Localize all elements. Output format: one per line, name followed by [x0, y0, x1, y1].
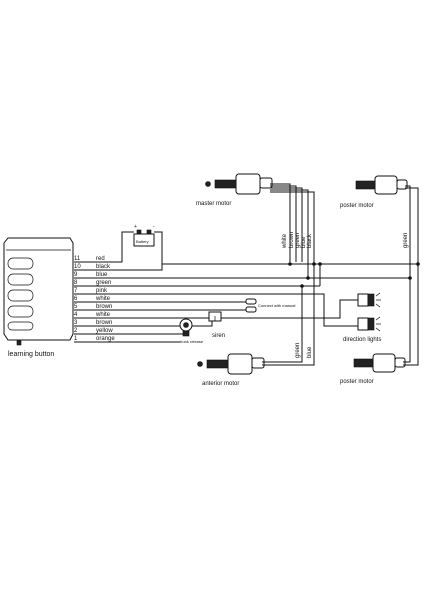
- master-wire-brown: brown: [289, 232, 295, 248]
- wire-num-10: 10: [74, 264, 81, 270]
- poster-bottom-wires: [319, 264, 419, 366]
- poster-top-wire-green: green: [403, 233, 409, 248]
- wire-num-5: 5: [74, 304, 78, 310]
- svg-text:-: -: [153, 224, 155, 230]
- trunk-release-icon: [179, 318, 193, 337]
- master-wire-white: white: [282, 233, 288, 249]
- poster-top-wires: green blue: [320, 185, 419, 278]
- anterior-motor-icon: [197, 353, 265, 375]
- wire-num-9: 9: [74, 272, 78, 278]
- wire-color-4: white: [95, 312, 111, 318]
- wire-color-11: red: [96, 256, 105, 262]
- poster-motor-bottom-icon: [353, 353, 406, 373]
- anterior-wires: green blue: [262, 264, 315, 366]
- wire-num-4: 4: [74, 312, 78, 318]
- wire-num-2: 2: [74, 328, 78, 334]
- wire-color-5: brown: [96, 304, 112, 310]
- master-motor-label: master motor: [196, 201, 231, 207]
- wire-num-8: 8: [74, 280, 78, 286]
- master-motor-icon: [205, 173, 273, 195]
- anterior-wire-green: green: [295, 343, 301, 358]
- poster-motor-top-label: poster motor: [340, 203, 374, 209]
- wire-color-2: yellow: [96, 328, 113, 334]
- wire-num-1: 1: [74, 336, 78, 342]
- master-wire-black: black: [307, 233, 313, 248]
- junction-dots: [288, 262, 420, 288]
- control-unit: [3, 237, 74, 346]
- master-wire-blue: blue: [301, 236, 307, 248]
- poster-motor-bottom-label: poster motor: [340, 379, 374, 385]
- wire-color-1: orange: [96, 336, 115, 342]
- direction-light-icon: [357, 292, 381, 308]
- siren-label: siren: [212, 333, 225, 339]
- direction-light-icon: [357, 316, 381, 332]
- learning-button-label: learning button: [8, 351, 54, 358]
- siren-icon: [208, 311, 222, 322]
- wire-num-3: 3: [74, 320, 78, 326]
- manual-connection-label: Connect with manual: [258, 303, 295, 308]
- anterior-motor-label: anterior motor: [202, 381, 239, 387]
- battery-label: Battery: [136, 239, 149, 244]
- wire-color-3: brown: [96, 320, 112, 326]
- direction-light-wire: [300, 299, 358, 319]
- master-motor-wires: white brown green blue black: [270, 183, 315, 278]
- direction-lights-label: direction lights: [343, 337, 381, 343]
- anterior-wire-blue: blue: [307, 346, 313, 358]
- manual-connector-icon: [245, 298, 257, 313]
- wire-num-11: 11: [74, 256, 81, 262]
- wire-num-7: 7: [74, 288, 78, 294]
- poster-motor-top-icon: [355, 175, 408, 195]
- horizontal-wires: [74, 231, 410, 343]
- wire-color-9: blue: [96, 272, 108, 278]
- wire-color-7: pink: [96, 288, 108, 294]
- battery-icon: + -: [133, 224, 155, 247]
- trunk-release-label: trunk release: [180, 339, 204, 344]
- wire-color-8: green: [96, 280, 111, 286]
- wire-labels: 11 red 10 black 9 blue 8 green 7 pink 6 …: [74, 256, 115, 342]
- master-wire-green: green: [295, 233, 301, 248]
- wire-color-6: white: [95, 296, 111, 302]
- svg-text:+: +: [134, 224, 137, 230]
- wire-color-10: black: [96, 264, 111, 270]
- wire-num-6: 6: [74, 296, 78, 302]
